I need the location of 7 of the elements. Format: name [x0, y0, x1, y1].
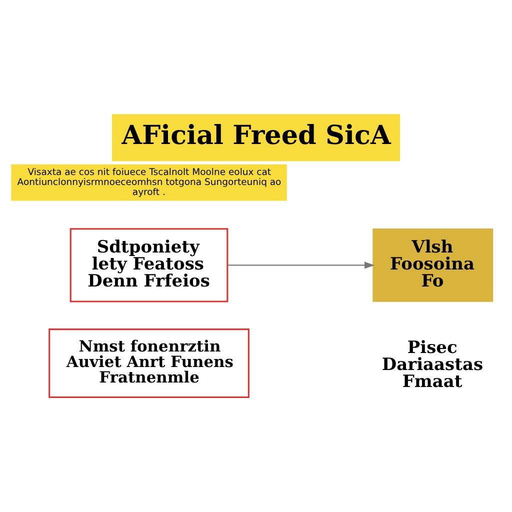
node-box: Vlsh Foosoina Fo: [372, 228, 494, 302]
arrow: [228, 261, 375, 268]
diagram-title: AFicial Freed SicA: [122, 120, 391, 151]
node-box: Nmst fonenrztin Auviet Anrt Funens Fratnenmle: [48, 328, 250, 398]
label: Visaxta ae cos nit foiuece Tscalnolt Moolne eolux cat Aontiunclonnyisrmnoeceomhsn totgona Sungorteuniq ao ayroft .: [17, 166, 282, 198]
node-text: Pisec Dariaastas Fmaat: [382, 337, 484, 392]
node-box: Sdtponiety lety Featoss Denn Frfeios: [70, 228, 228, 302]
